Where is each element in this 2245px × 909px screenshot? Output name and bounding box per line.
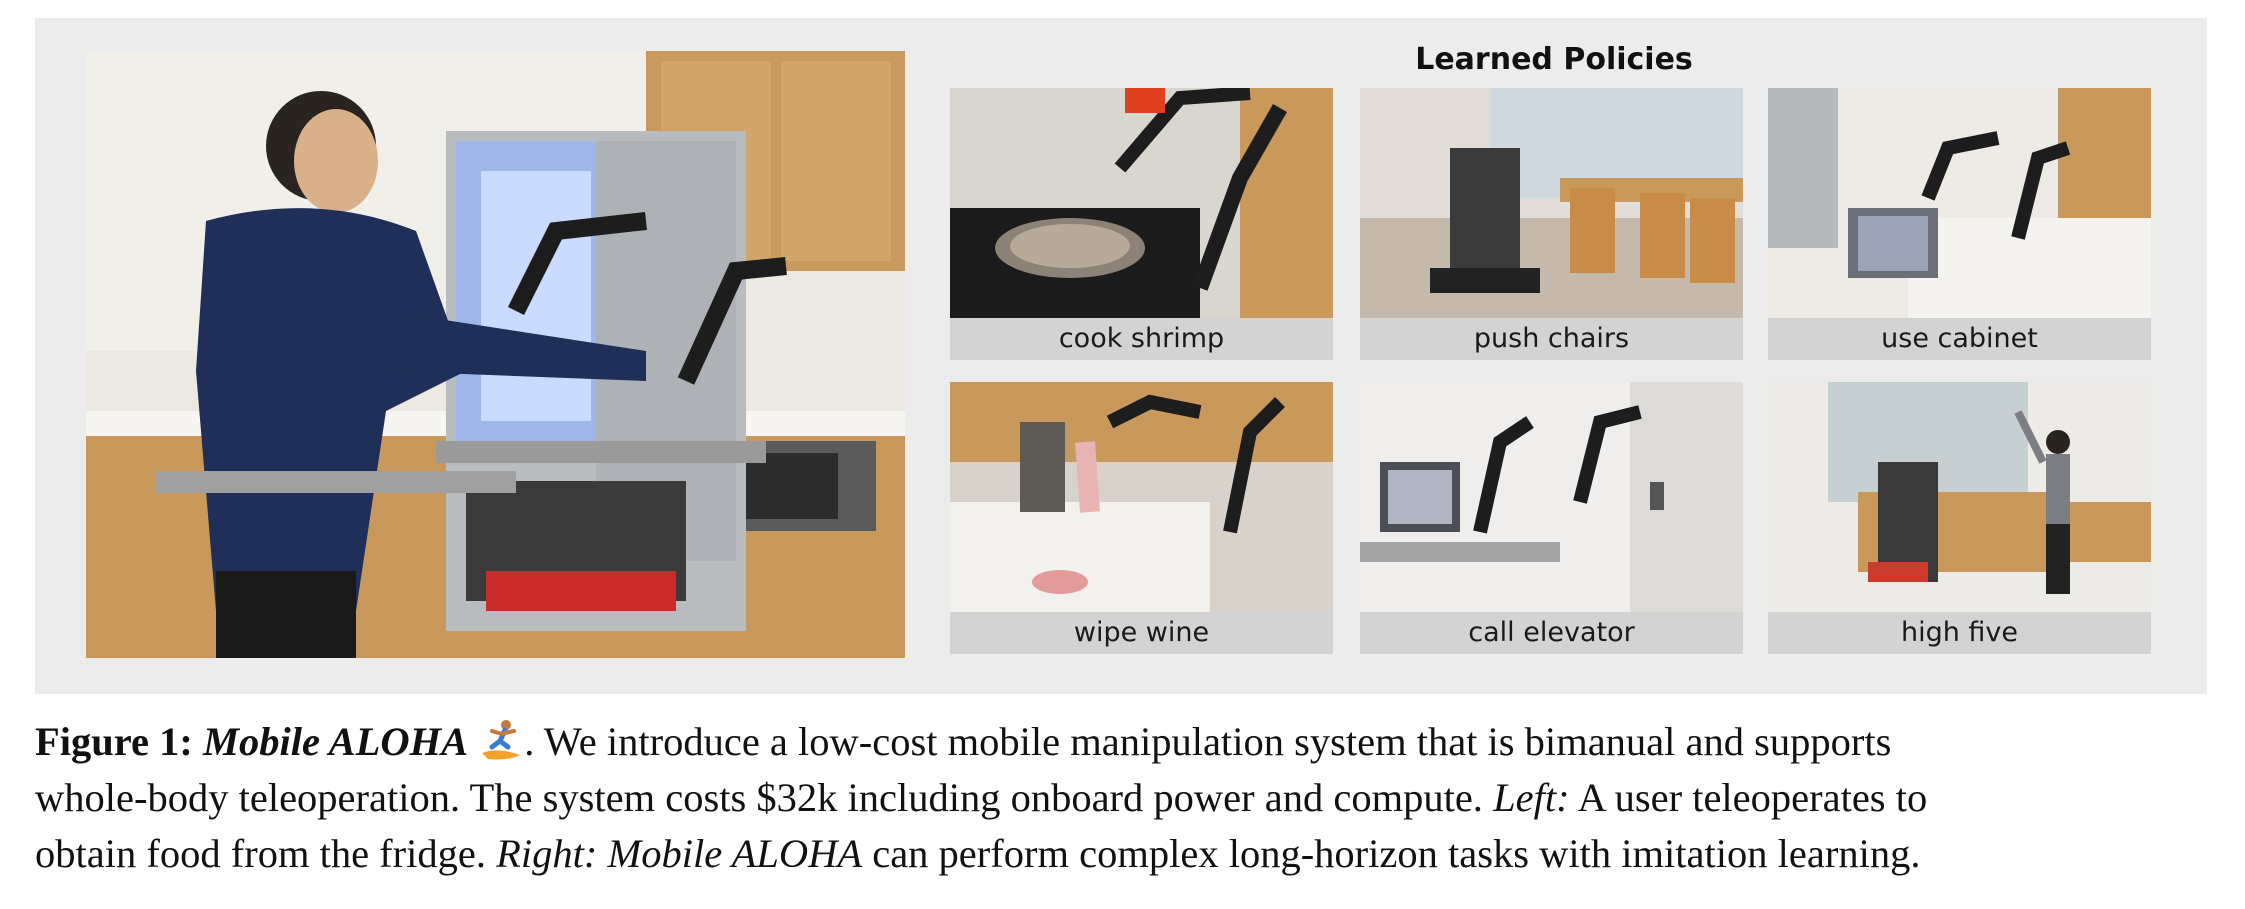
tile-image xyxy=(1768,382,2151,612)
tile-caption: high five xyxy=(1768,612,2151,654)
tile-caption: use cabinet xyxy=(1768,318,2151,360)
caption-line-3-text-b: can perform complex long-horizon tasks w… xyxy=(862,831,1921,876)
person-surfing-icon xyxy=(482,720,521,760)
tile-call-elevator: call elevator xyxy=(1360,382,1743,656)
caption-line-1: Figure 1: Mobile ALOHA . We introduce a … xyxy=(35,714,2215,770)
tile-wipe-wine: wipe wine xyxy=(950,382,1333,656)
caption-line-1-text: . We introduce a low-cost mobile manipul… xyxy=(524,719,1892,764)
caption-line-2-text-a: whole-body teleoperation. The system cos… xyxy=(35,775,1494,820)
system-name: Mobile ALOHA xyxy=(202,719,469,764)
caption-line-3: obtain food from the fridge. Right: Mobi… xyxy=(35,826,2215,882)
tile-image xyxy=(1360,382,1743,612)
tile-caption: push chairs xyxy=(1360,318,1743,360)
tile-image xyxy=(950,88,1333,318)
tile-use-cabinet: use cabinet xyxy=(1768,88,2151,362)
figure-caption: Figure 1: Mobile ALOHA . We introduce a … xyxy=(35,714,2215,882)
tile-caption: call elevator xyxy=(1360,612,1743,654)
tile-caption: cook shrimp xyxy=(950,318,1333,360)
tile-push-chairs: push chairs xyxy=(1360,88,1743,362)
learned-policies-title: Learned Policies xyxy=(1415,42,1693,77)
figure-panel: Learned Policies cook shrimp xyxy=(35,18,2207,694)
caption-line-2: whole-body teleoperation. The system cos… xyxy=(35,770,2215,826)
tile-image xyxy=(1360,88,1743,318)
tile-cook-shrimp: cook shrimp xyxy=(950,88,1333,362)
left-label: Left: xyxy=(1493,775,1570,820)
tile-caption: wipe wine xyxy=(950,612,1333,654)
tile-image xyxy=(1768,88,2151,318)
teleoperation-illustration xyxy=(86,51,905,658)
main-photo-teleoperation xyxy=(86,51,905,658)
tile-high-five: high five xyxy=(1768,382,2151,656)
caption-line-2-text-b: A user teleoperates to xyxy=(1569,775,1928,820)
caption-line-3-text-a: obtain food from the fridge. xyxy=(35,831,497,876)
tile-image xyxy=(950,382,1333,612)
figure-label: Figure 1: xyxy=(35,719,193,764)
right-label: Right: Mobile ALOHA xyxy=(496,831,863,876)
